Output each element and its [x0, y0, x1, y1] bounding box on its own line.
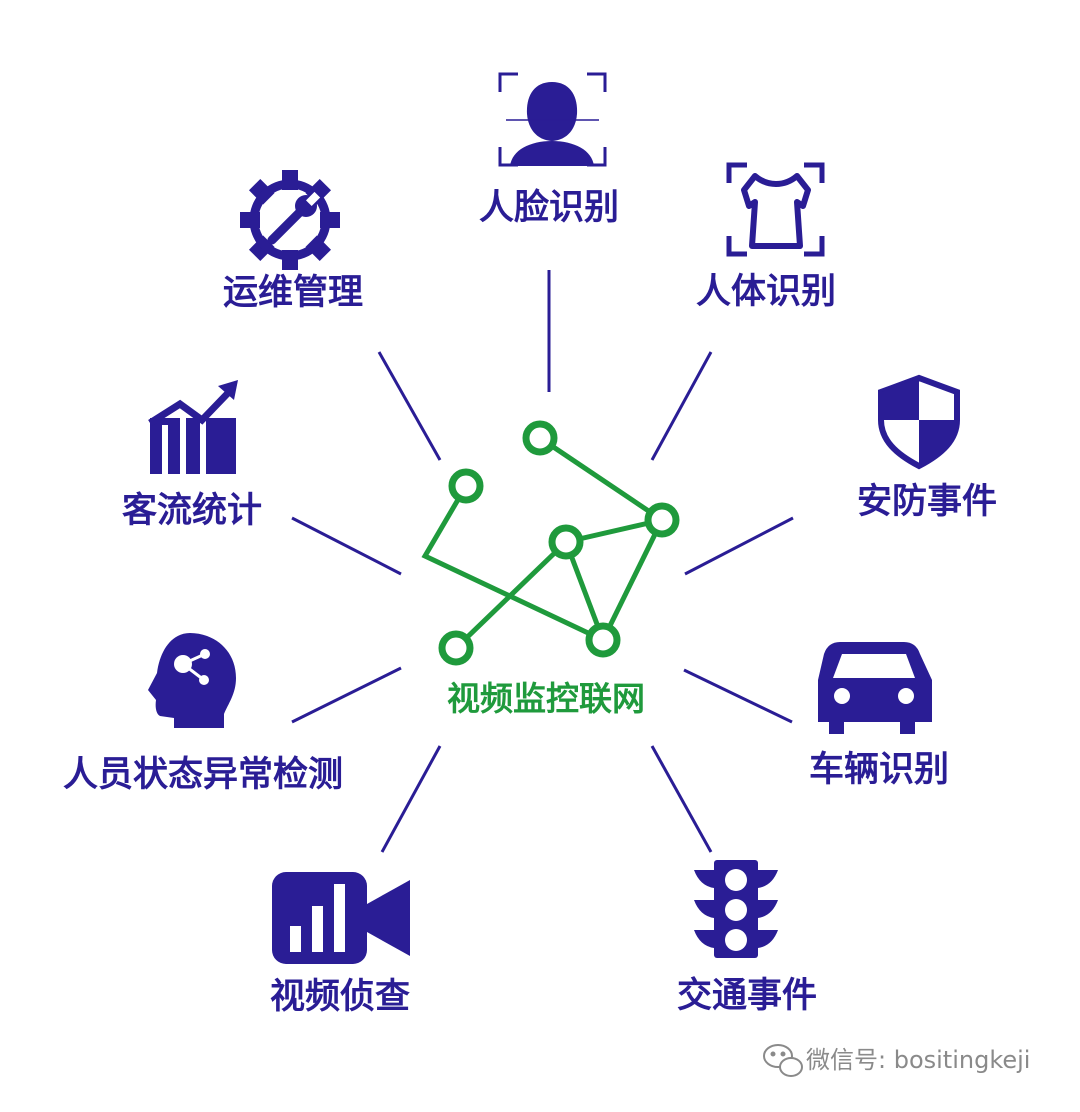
spoke-flow	[291, 516, 402, 576]
traffic-label: 交通事件	[677, 975, 817, 1016]
head-brain-icon	[148, 633, 236, 728]
ops-label: 运维管理	[223, 273, 363, 313]
video-label: 视频侦查	[270, 977, 410, 1017]
face-recognition-icon	[498, 72, 607, 167]
person-state-label: 人员状态异常检测	[63, 755, 343, 795]
body-recognition-icon	[726, 162, 825, 257]
vehicle-label: 车辆识别	[809, 750, 949, 790]
face-label: 人脸识别	[479, 188, 619, 228]
spoke-security	[684, 516, 794, 576]
security-label: 安防事件	[857, 482, 997, 522]
shield-icon	[878, 374, 960, 470]
wechat-icon	[763, 1044, 803, 1077]
flow-label: 客流统计	[122, 490, 262, 531]
watermark-text: 微信号: bositingkeji	[806, 1046, 1030, 1074]
spoke-video	[380, 745, 442, 853]
spoke-person-state	[291, 666, 402, 724]
spoke-vehicle	[683, 668, 793, 724]
spoke-ops	[377, 351, 442, 461]
network-icon	[421, 420, 680, 666]
body-label: 人体识别	[696, 272, 836, 312]
car-icon	[818, 642, 932, 734]
spoke-body	[650, 351, 713, 461]
spokes	[291, 270, 794, 853]
center-label: 视频监控联网	[447, 679, 645, 718]
gear-wrench-icon	[240, 170, 340, 270]
traffic-light-icon	[694, 860, 778, 958]
spoke-traffic	[650, 745, 713, 853]
video-camera-icon	[272, 872, 410, 964]
growth-chart-icon	[148, 380, 238, 474]
